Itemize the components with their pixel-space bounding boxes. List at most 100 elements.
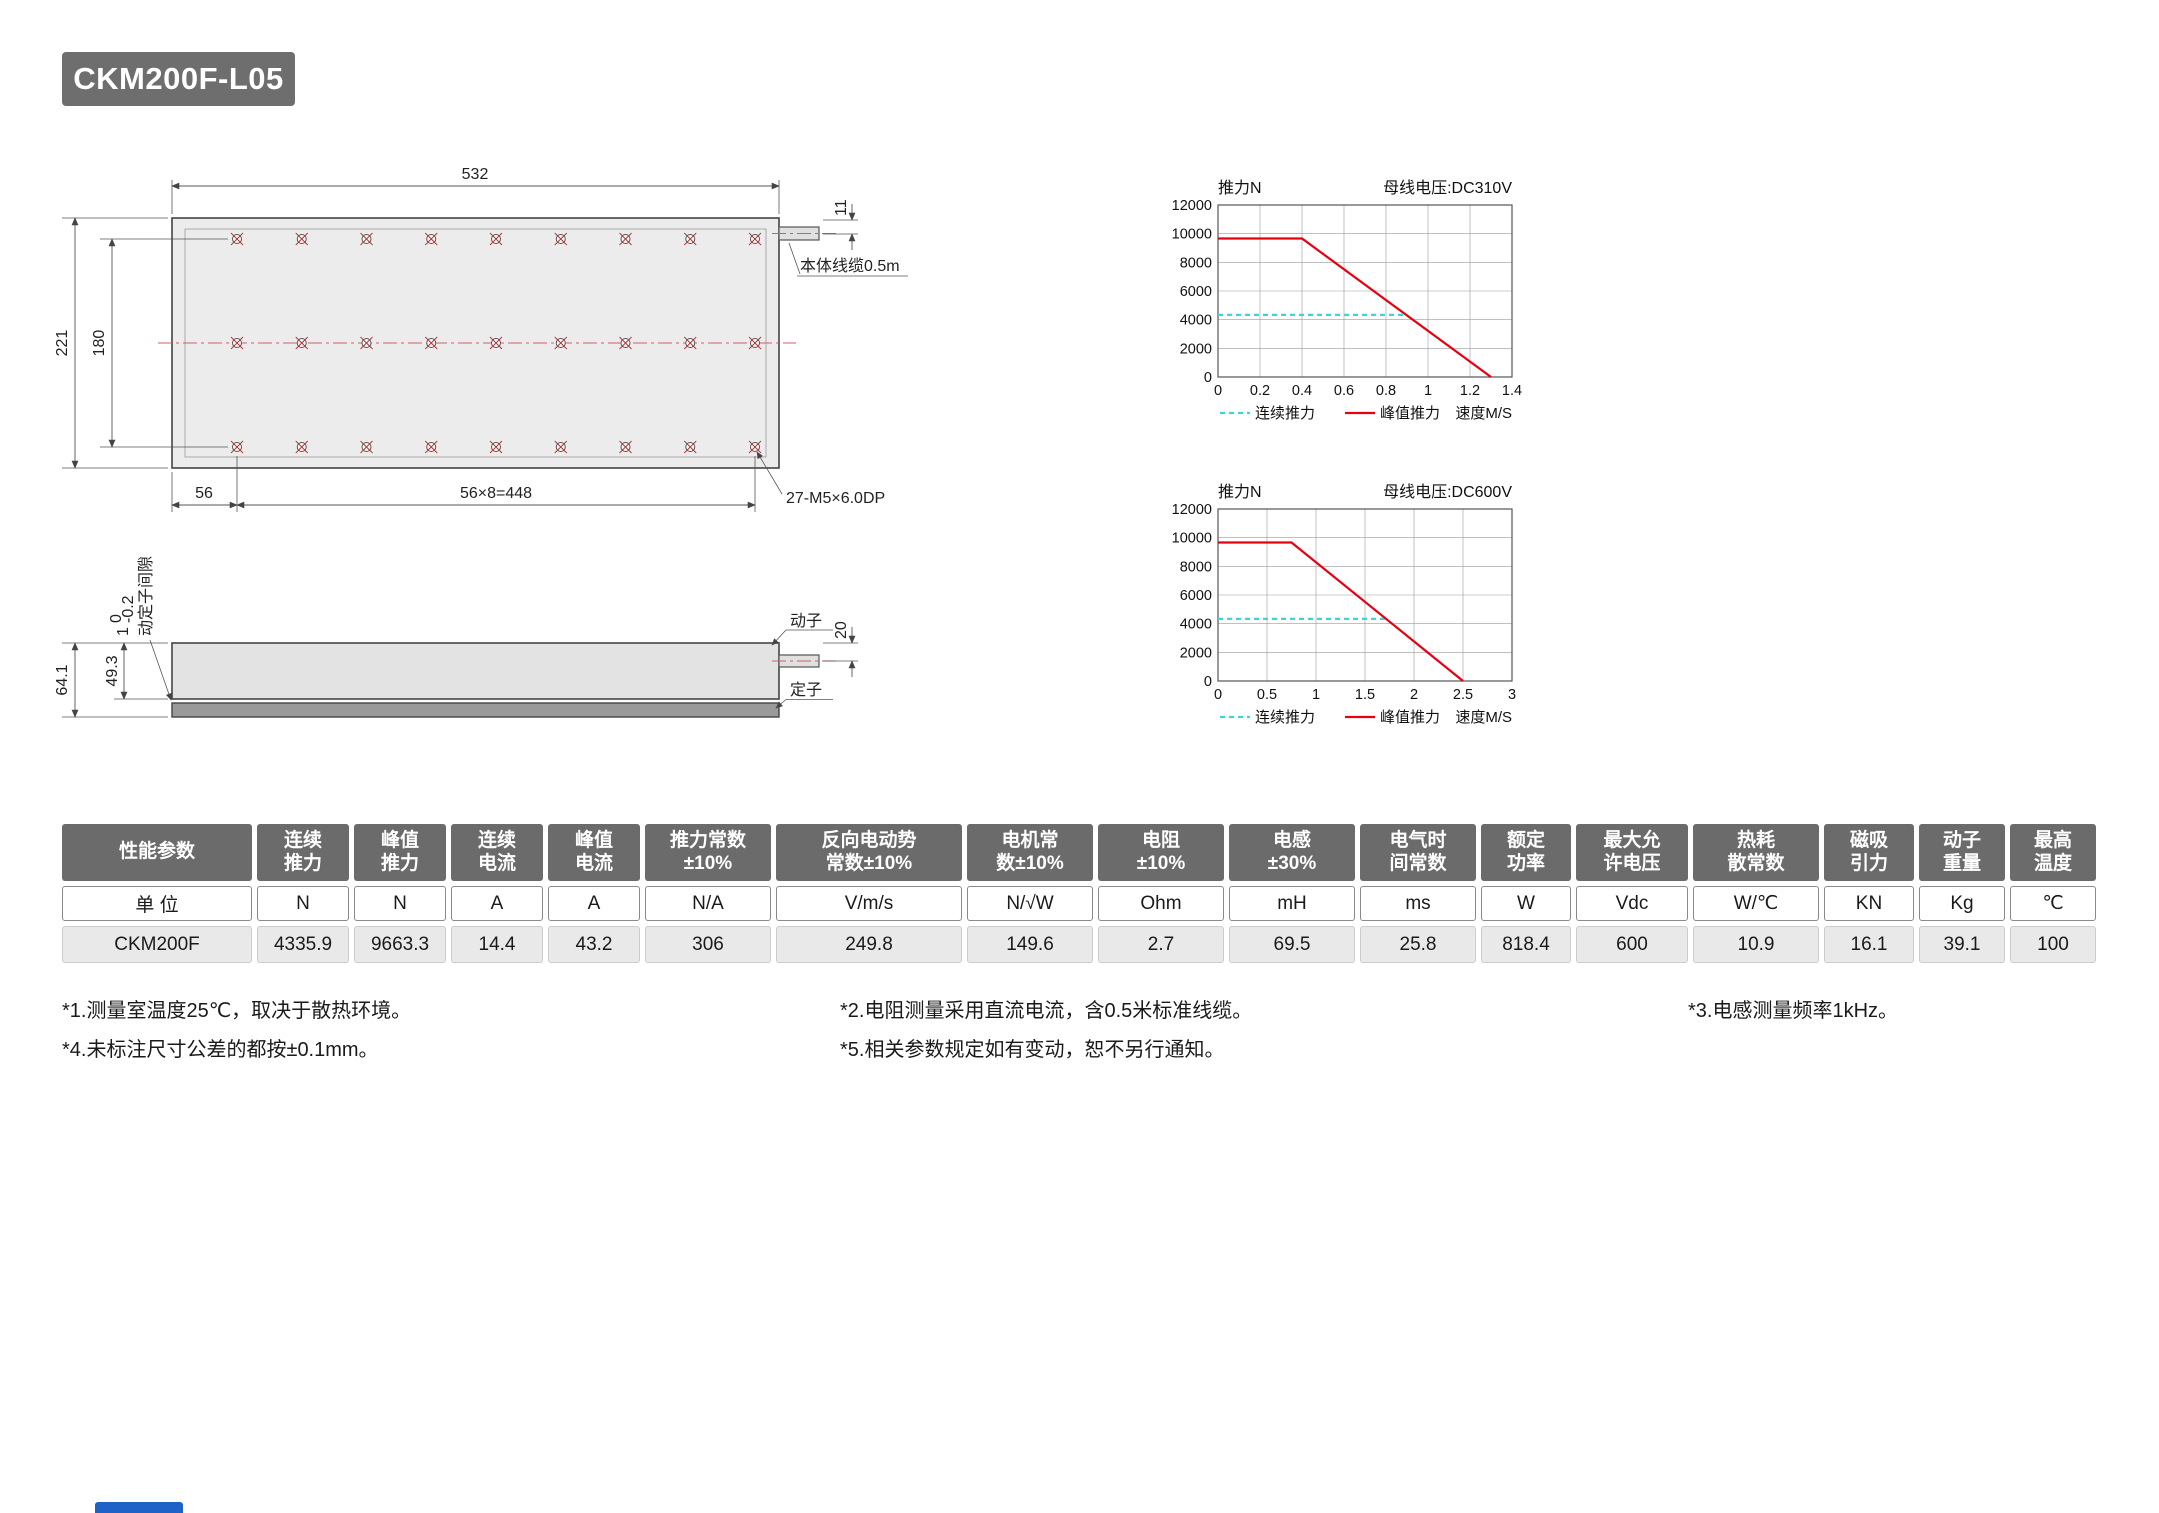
chart-bus-voltage-label: 母线电压:DC310V	[1383, 179, 1512, 197]
spec-value-cell: 43.2	[548, 926, 640, 963]
spec-column: 电气时 间常数 ms 25.8	[1360, 824, 1476, 963]
spec-header-cell: 峰值 电流	[548, 824, 640, 881]
y-tick-label: 12000	[1172, 502, 1212, 518]
y-tick-label: 2000	[1180, 341, 1212, 357]
y-tick-label: 0	[1204, 674, 1212, 690]
y-tick-label: 6000	[1180, 588, 1212, 604]
note-line: *3.电感测量频率1kHz。	[1688, 1000, 1899, 1022]
spec-column: 电阻 ±10% Ohm 2.7	[1098, 824, 1224, 963]
top-view-dimensions: 532 221 180 56 56×8=448 11 27-M5×6.0DP	[54, 166, 908, 512]
x-unit-label: 速度M/S	[1455, 405, 1512, 422]
mover-label: 动子	[790, 612, 822, 630]
spec-unit-cell: ms	[1360, 886, 1476, 921]
spec-header-cell: 反向电动势 常数±10%	[776, 824, 962, 881]
spec-value-cell: 600	[1576, 926, 1688, 963]
dim-64-1: 64.1	[54, 664, 71, 695]
spec-unit-cell: N	[354, 886, 446, 921]
spec-value-cell: 16.1	[1824, 926, 1914, 963]
spec-value-cell: 100	[2010, 926, 2096, 963]
spec-unit-cell: A	[548, 886, 640, 921]
x-tick-label: 0.8	[1376, 383, 1396, 399]
spec-unit-cell: V/m/s	[776, 886, 962, 921]
spec-value-cell: CKM200F	[62, 926, 252, 963]
spec-value-cell: 249.8	[776, 926, 962, 963]
y-tick-label: 4000	[1180, 313, 1212, 329]
y-tick-label: 8000	[1180, 255, 1212, 271]
spec-header-cell: 性能参数	[62, 824, 252, 881]
spec-unit-cell: mH	[1229, 886, 1355, 921]
spec-unit-cell: N/√W	[967, 886, 1093, 921]
stator-body	[171, 702, 780, 718]
spec-value-cell: 4335.9	[257, 926, 349, 963]
series-峰值推力	[1218, 237, 1492, 378]
gap-tol-lower: -0.2	[120, 595, 137, 623]
notes-column-1: *1.测量室温度25℃，取决于散热环境。 *4.未标注尺寸公差的都按±0.1mm。	[62, 992, 411, 1070]
y-tick-label: 10000	[1172, 531, 1212, 547]
spec-header-cell: 电气时 间常数	[1360, 824, 1476, 881]
dim-180: 180	[91, 330, 108, 357]
dim-532: 532	[462, 166, 489, 183]
legend-label: 峰值推力	[1380, 405, 1440, 422]
x-tick-label: 1	[1312, 687, 1320, 703]
x-tick-label: 0.2	[1250, 383, 1270, 399]
x-tick-label: 0.6	[1334, 383, 1354, 399]
spec-value-cell: 818.4	[1481, 926, 1571, 963]
spec-unit-cell: ℃	[2010, 886, 2096, 921]
dim-56: 56	[195, 485, 213, 502]
model-title-badge: CKM200F-L05	[62, 52, 295, 106]
y-tick-label: 12000	[1172, 198, 1212, 214]
spec-column: 反向电动势 常数±10% V/m/s 249.8	[776, 824, 962, 963]
dim-221: 221	[54, 330, 71, 357]
legend-label: 峰值推力	[1380, 709, 1440, 726]
spec-header-cell: 电阻 ±10%	[1098, 824, 1224, 881]
gap-label: 动定子间隙	[137, 556, 155, 636]
x-tick-label: 1	[1424, 383, 1432, 399]
spec-value-cell: 2.7	[1098, 926, 1224, 963]
x-tick-label: 0.4	[1292, 383, 1312, 399]
dim-11: 11	[833, 199, 850, 216]
notes-column-3: *3.电感测量频率1kHz。	[1688, 992, 1898, 1031]
spec-unit-cell: Ohm	[1098, 886, 1224, 921]
x-tick-label: 2.5	[1453, 687, 1473, 703]
spec-header-cell: 峰值 推力	[354, 824, 446, 881]
spec-value-cell: 39.1	[1919, 926, 2005, 963]
x-tick-label: 3	[1508, 687, 1516, 703]
spec-header-cell: 连续 电流	[451, 824, 543, 881]
spec-value-cell: 149.6	[967, 926, 1093, 963]
spec-header-cell: 额定 功率	[1481, 824, 1571, 881]
gap-value: 1	[115, 627, 132, 636]
spec-header-cell: 磁吸 引力	[1824, 824, 1914, 881]
side-view	[171, 642, 838, 718]
spec-unit-cell: N/A	[645, 886, 771, 921]
spec-value-cell: 25.8	[1360, 926, 1476, 963]
dim-20: 20	[833, 621, 850, 639]
y-tick-label: 6000	[1180, 284, 1212, 300]
top-view	[158, 217, 838, 469]
spec-column: 峰值 推力 N 9663.3	[354, 824, 446, 963]
spec-header-cell: 最大允 许电压	[1576, 824, 1688, 881]
spec-value-cell: 9663.3	[354, 926, 446, 963]
note-line: *1.测量室温度25℃，取决于散热环境。	[62, 1000, 412, 1022]
gap-tol-upper: 0	[108, 614, 125, 623]
spec-unit-cell: W/℃	[1693, 886, 1819, 921]
y-tick-label: 0	[1204, 370, 1212, 386]
note-line: *4.未标注尺寸公差的都按±0.1mm。	[62, 1039, 379, 1061]
note-line: *2.电阻测量采用直流电流，含0.5米标准线缆。	[840, 1000, 1253, 1022]
x-unit-label: 速度M/S	[1455, 709, 1512, 726]
spec-unit-cell: Kg	[1919, 886, 2005, 921]
spec-unit-cell: N	[257, 886, 349, 921]
